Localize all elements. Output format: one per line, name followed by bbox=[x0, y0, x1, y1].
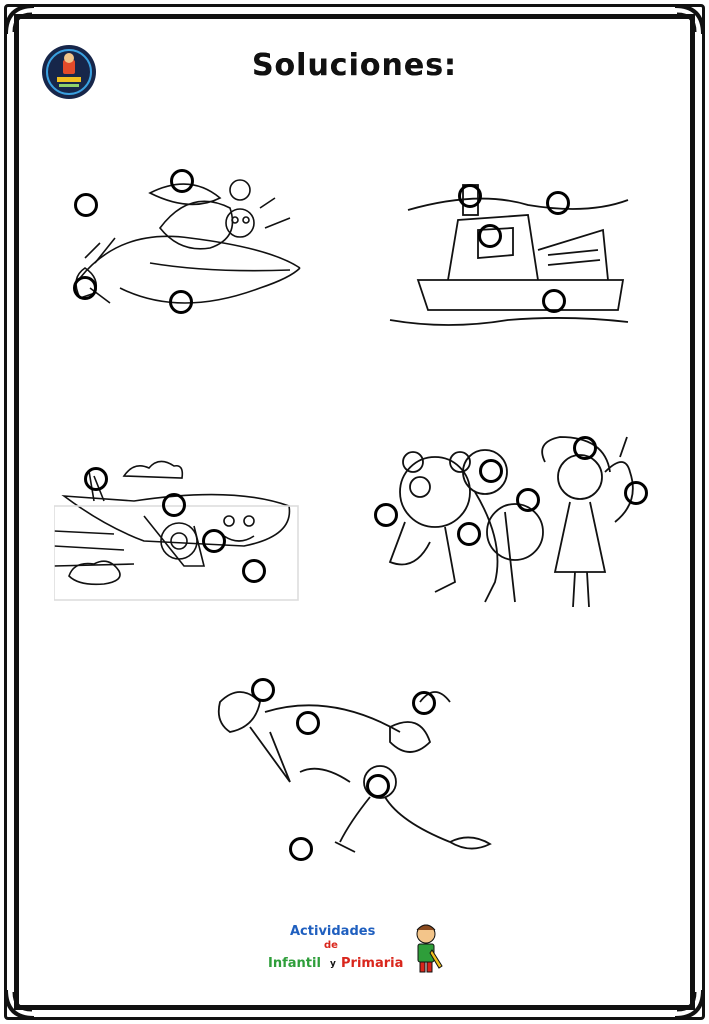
rabbit-scene-icon bbox=[217, 691, 492, 853]
answer-circle[interactable] bbox=[169, 290, 193, 314]
answer-circle[interactable] bbox=[162, 493, 186, 517]
answer-circle[interactable] bbox=[289, 837, 313, 861]
answer-circle[interactable] bbox=[84, 467, 108, 491]
brand-line-1: Actividades bbox=[290, 924, 376, 939]
answer-circle[interactable] bbox=[457, 522, 481, 546]
brand-logo: Actividades de Infantil y Primaria bbox=[268, 918, 448, 980]
answer-circle[interactable] bbox=[478, 224, 502, 248]
boat-scene-icon bbox=[389, 184, 629, 326]
answer-circle[interactable] bbox=[74, 193, 98, 217]
corner-ornament-icon bbox=[674, 4, 705, 35]
answer-circle[interactable] bbox=[412, 691, 436, 715]
corner-ornament-icon bbox=[674, 989, 705, 1020]
brand-line-2: de bbox=[324, 940, 338, 951]
answer-circle[interactable] bbox=[170, 169, 194, 193]
corner-ornament-icon bbox=[4, 4, 35, 35]
answer-circle[interactable] bbox=[73, 276, 97, 300]
answer-circle[interactable] bbox=[624, 481, 648, 505]
toys-scene-icon bbox=[388, 436, 634, 608]
answer-circle[interactable] bbox=[366, 774, 390, 798]
page-title: Soluciones: bbox=[251, 48, 458, 83]
answer-circle[interactable] bbox=[374, 503, 398, 527]
answer-circle[interactable] bbox=[202, 529, 226, 553]
answer-circle[interactable] bbox=[251, 678, 275, 702]
corner-ornament-icon bbox=[4, 989, 35, 1020]
answer-circle[interactable] bbox=[542, 289, 566, 313]
page-border-inner bbox=[14, 14, 695, 1010]
brand-line-3b: y bbox=[330, 959, 336, 969]
school-logo-icon bbox=[42, 45, 96, 99]
child-with-pencil-icon bbox=[416, 924, 443, 973]
answer-circle[interactable] bbox=[516, 488, 540, 512]
airplane-scene-icon bbox=[54, 460, 299, 601]
page-border-outer bbox=[4, 4, 705, 1020]
answer-circle[interactable] bbox=[242, 559, 266, 583]
brand-line-3c: Primaria bbox=[341, 956, 404, 971]
brand-line-3a: Infantil bbox=[268, 956, 321, 971]
answer-circle[interactable] bbox=[479, 459, 503, 483]
answer-circle[interactable] bbox=[573, 436, 597, 460]
answer-circle[interactable] bbox=[458, 184, 482, 208]
answer-circle[interactable] bbox=[546, 191, 570, 215]
answer-circle[interactable] bbox=[296, 711, 320, 735]
